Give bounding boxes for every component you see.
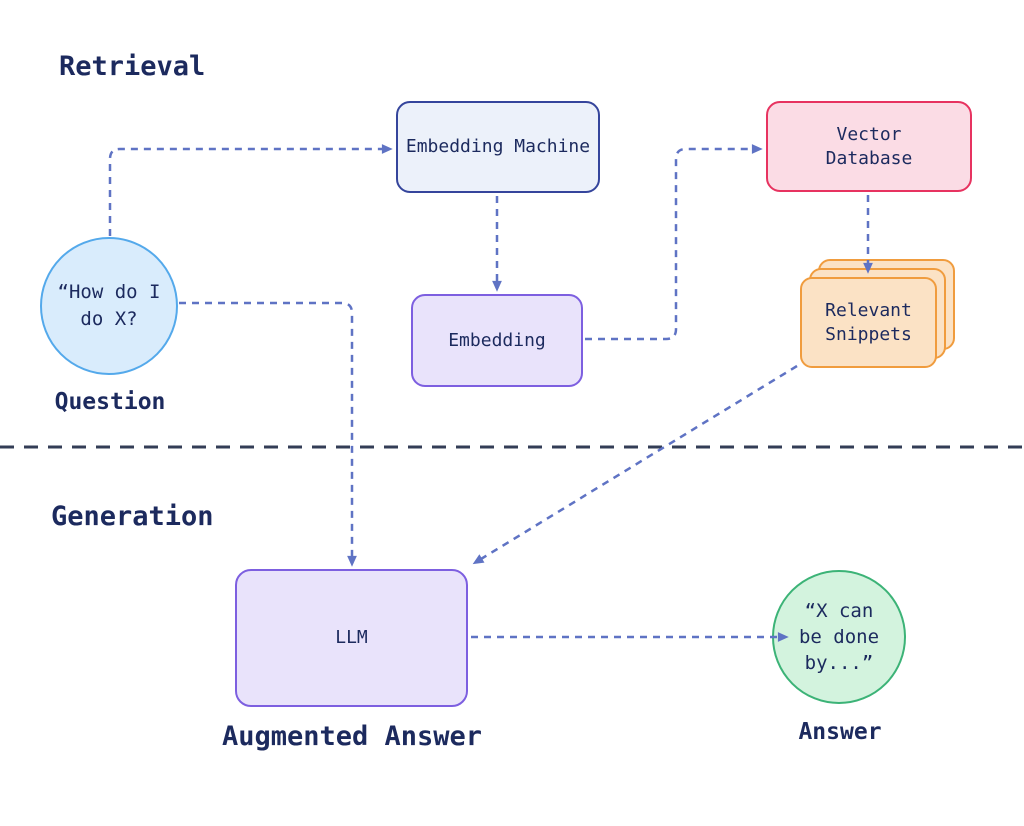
section-title-retrieval: Retrieval <box>59 51 206 82</box>
arrow-snippets-to-llm <box>472 364 798 565</box>
augmented-answer-caption: Augmented Answer <box>221 721 483 752</box>
answer-text-line1: “X can <box>804 600 874 622</box>
arrow-embedding-to-vector-database <box>585 144 763 341</box>
vector-database-label-line1: Vector <box>836 123 902 145</box>
vector-database-label-line2: Database <box>825 147 913 169</box>
answer-caption: Answer <box>798 719 882 745</box>
snippets-label-line2: Snippets <box>825 323 912 345</box>
snippets-label-line1: Relevant <box>825 299 912 321</box>
vector-database-node: Vector Database <box>766 101 972 192</box>
question-caption: Question <box>54 389 166 415</box>
answer-text-line3: by...” <box>804 652 874 674</box>
llm-node: LLM <box>235 569 468 707</box>
llm-label: LLM <box>335 627 368 648</box>
question-node: “How do I do X? <box>40 237 178 375</box>
embedding-label: Embedding <box>448 329 546 351</box>
snippets-node: Relevant Snippets <box>800 277 937 368</box>
answer-node: “X can be done by...” <box>772 570 906 704</box>
embedding-node: Embedding <box>411 294 583 387</box>
question-text-line1: “How do I <box>57 281 161 303</box>
section-title-generation: Generation <box>51 501 214 532</box>
embedding-machine-node: Embedding Machine <box>396 101 600 193</box>
answer-text-line2: be done <box>798 626 880 648</box>
embedding-machine-label: Embedding Machine <box>405 136 591 157</box>
question-text-line2: do X? <box>80 308 138 330</box>
arrow-question-to-embedding-machine <box>108 144 393 236</box>
